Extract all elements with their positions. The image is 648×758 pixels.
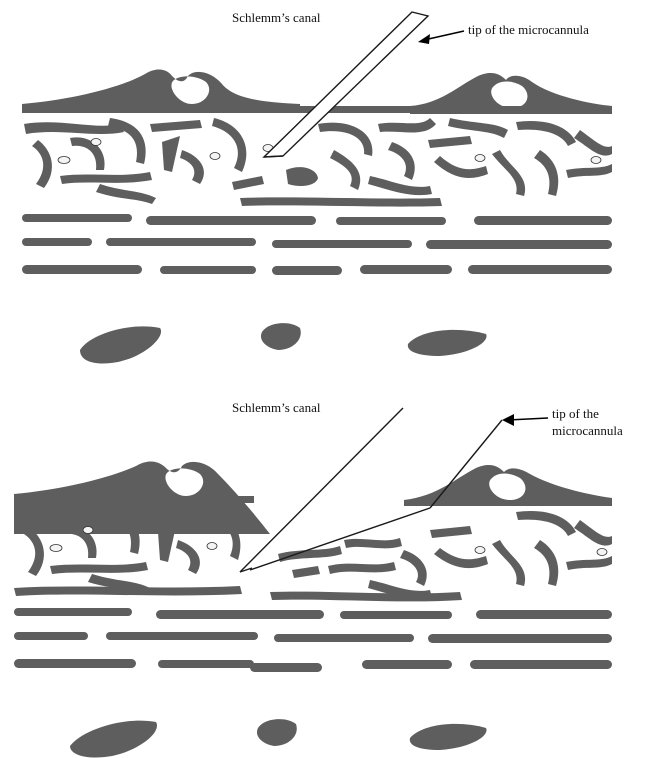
bottom-tip-label-line1: tip of the [552, 406, 599, 421]
bottom-canal-floor-right [270, 592, 462, 602]
bottom-lamellae [14, 608, 612, 672]
top-schlemms-canal-label: Schlemm’s canal [232, 10, 321, 25]
top-lamellae [22, 214, 612, 275]
bottom-schlemms-canal-label: Schlemm’s canal [232, 400, 321, 415]
top-microcannula [264, 12, 428, 157]
top-trabecular-meshwork [24, 118, 612, 204]
top-canal-endothelium-left [22, 70, 300, 112]
top-tip-arrow [418, 31, 464, 44]
top-canal-floor [240, 197, 442, 206]
bottom-panel: Schlemm’s canal tip of the microcannula [14, 400, 623, 758]
top-scleral-cells [80, 323, 487, 363]
bottom-scleral-cells [70, 719, 487, 757]
bottom-canal-endothelium-right [404, 465, 612, 506]
bottom-canal-floor [14, 586, 242, 596]
bottom-trabecular-border-left [14, 496, 254, 503]
bottom-trabecular-meshwork [16, 508, 612, 599]
top-panel: Schlemm’s canal tip of the microcannula [22, 10, 612, 364]
top-tip-label: tip of the microcannula [468, 22, 589, 37]
bottom-tip-label-line2: microcannula [552, 423, 623, 438]
bottom-tip-arrow [502, 414, 548, 426]
